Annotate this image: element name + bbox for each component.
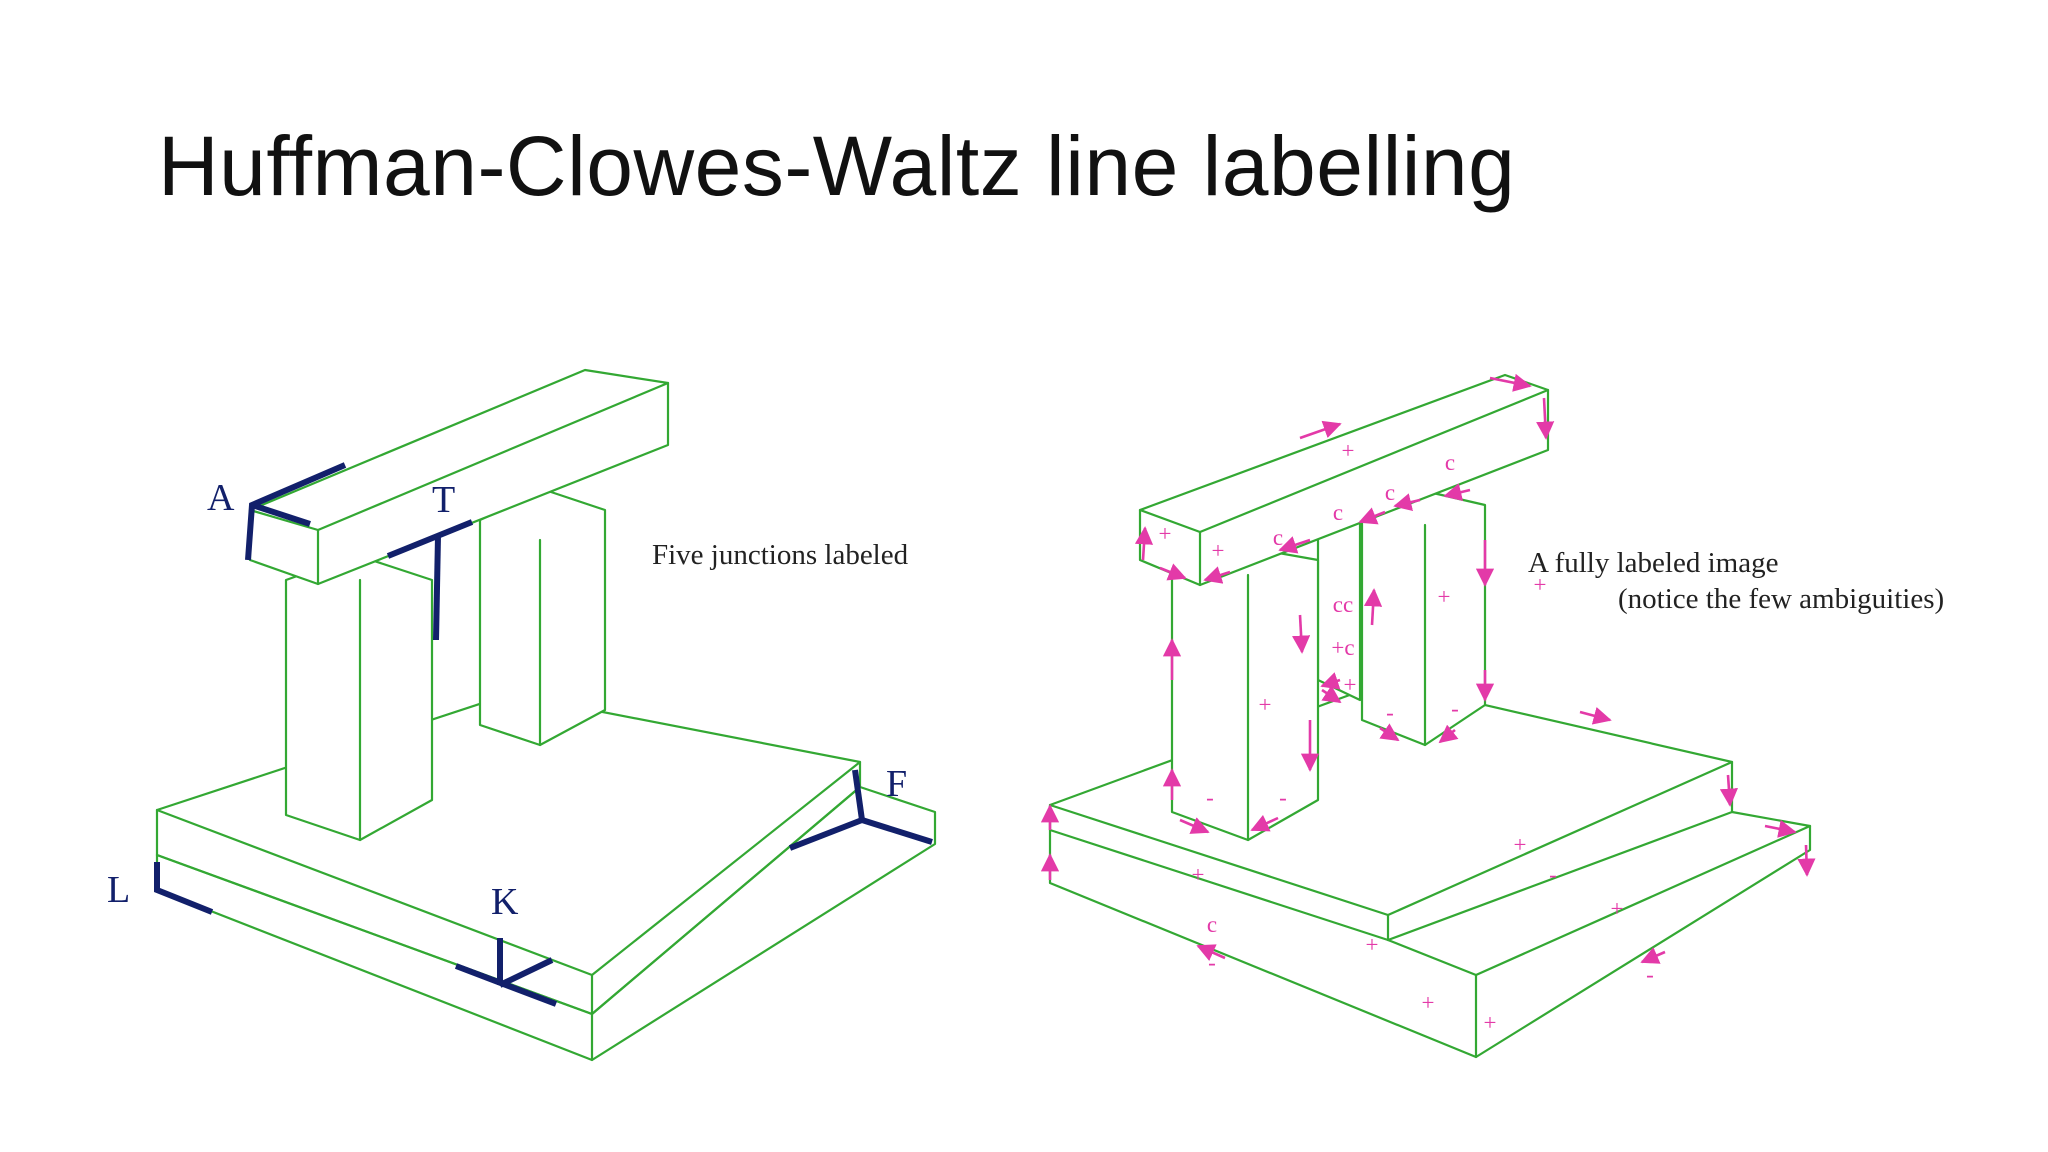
- edge-label: +: [1514, 832, 1527, 857]
- edge-label: +: [1259, 692, 1272, 717]
- left-object-drawing: [155, 368, 937, 1062]
- edge-label: -: [1208, 950, 1216, 975]
- edge-label: cc: [1333, 592, 1353, 617]
- edge-label: +: [1159, 521, 1172, 546]
- edge-label: c: [1207, 912, 1217, 937]
- edge-label: +: [1611, 896, 1624, 921]
- junction-label-f: F: [886, 763, 907, 805]
- edge-arrows: [1040, 373, 1816, 964]
- edge-label: c: [1385, 480, 1395, 505]
- edge-label: -: [1386, 700, 1394, 725]
- edge-label: +: [1192, 862, 1205, 887]
- edge-labels: + + c c c c + + cc +c + - - + - - + + - …: [1159, 438, 1654, 1035]
- edge-label: c: [1273, 525, 1283, 550]
- edge-label: +: [1484, 1010, 1497, 1035]
- left-caption: Five junctions labeled: [652, 539, 909, 571]
- right-object-drawing: [1048, 373, 1812, 1059]
- slide-title: Huffman-Clowes-Waltz line labelling: [158, 119, 1516, 213]
- junction-marks: [154, 462, 933, 1007]
- edge-label: +: [1534, 572, 1547, 597]
- junction-label-k: K: [491, 881, 519, 923]
- junction-label-l: L: [107, 869, 130, 911]
- edge-label: -: [1279, 785, 1287, 810]
- junction-label-a: A: [207, 477, 235, 519]
- junction-label-t: T: [432, 479, 455, 521]
- edge-label: +c: [1331, 635, 1354, 660]
- edge-label: +: [1342, 438, 1355, 463]
- right-caption-line2: (notice the few ambiguities): [1618, 583, 1944, 615]
- edge-label: +: [1366, 932, 1379, 957]
- edge-label: +: [1438, 584, 1451, 609]
- edge-label: -: [1549, 862, 1557, 887]
- edge-label: -: [1451, 696, 1459, 721]
- edge-label: +: [1422, 990, 1435, 1015]
- edge-label: +: [1344, 672, 1357, 697]
- right-caption-line1: A fully labeled image: [1528, 547, 1778, 579]
- edge-label: -: [1206, 785, 1214, 810]
- edge-label: +: [1212, 538, 1225, 563]
- edge-label: -: [1646, 962, 1654, 987]
- edge-label: c: [1333, 500, 1343, 525]
- edge-label: c: [1445, 450, 1455, 475]
